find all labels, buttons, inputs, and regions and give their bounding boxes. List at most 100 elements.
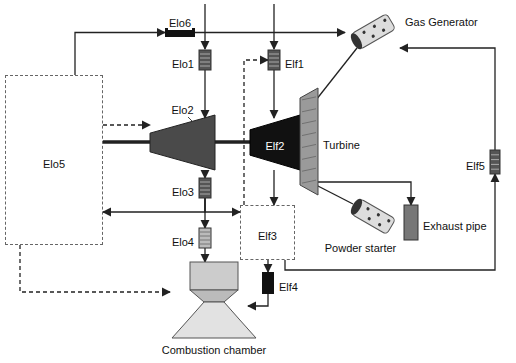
component-label: Elo2 — [170, 104, 194, 117]
grain-dot — [366, 207, 370, 211]
component-label: Elo1 — [171, 58, 195, 71]
valve-stripe — [269, 54, 279, 55]
flow-line — [267, 260, 268, 272]
flow-line — [204, 70, 205, 118]
valve-body — [490, 150, 500, 174]
turbine-blade — [302, 180, 316, 183]
valve-body — [199, 50, 211, 70]
flow-line — [205, 198, 240, 212]
valve-body — [268, 50, 280, 70]
valve-stripe — [269, 58, 279, 59]
component-label: Combustion chamber — [161, 344, 268, 357]
component-shape — [170, 262, 258, 338]
valve-stripe — [200, 244, 210, 245]
exhaust-pipe: Exhaust pipe — [404, 205, 418, 240]
valve-stripe — [200, 66, 210, 67]
grain-dot — [383, 18, 387, 22]
component-shape — [345, 196, 400, 236]
valve-stripe — [491, 164, 499, 165]
component-shape — [404, 205, 418, 240]
component-shape — [345, 12, 400, 52]
valve-stripe — [200, 240, 210, 241]
grain-dot — [376, 213, 380, 217]
component-shape — [268, 50, 280, 70]
valve-body — [199, 228, 211, 248]
flow-line — [273, 170, 274, 205]
pipe-body — [404, 205, 418, 240]
grain-dot — [362, 30, 366, 34]
fuel-pump: Elf2 — [250, 115, 300, 170]
flow-line — [103, 198, 205, 212]
valve-stripe — [200, 236, 210, 237]
flow-line — [103, 124, 150, 125]
cylinder — [349, 13, 396, 51]
valve-box: Elo4 — [199, 228, 211, 248]
component-label: Elf3 — [257, 230, 278, 243]
grain-dot — [371, 34, 375, 38]
valve-stripe — [200, 58, 210, 59]
component-shape — [199, 228, 211, 248]
flow-line — [248, 294, 268, 306]
turbine-blade — [302, 121, 316, 124]
turbine: Turbine — [300, 88, 318, 195]
grain-dot — [372, 24, 376, 28]
oxidizer-inlet — [204, 4, 205, 49]
cylinder — [349, 197, 396, 235]
oxidizer-pump: Elo2 — [150, 115, 215, 170]
component-label: Elo3 — [171, 186, 195, 199]
valve-stripe — [200, 54, 210, 55]
component-label: Turbine — [322, 139, 361, 152]
cylinder-end — [349, 31, 365, 51]
component-shape — [300, 88, 318, 195]
flow-line — [316, 185, 353, 204]
flow-line — [195, 32, 345, 33]
pump-body — [250, 115, 300, 170]
component-label: Elo6 — [168, 17, 192, 30]
valve-stripe — [269, 62, 279, 63]
component-label: Elf4 — [278, 281, 299, 294]
component-label: Elo5 — [42, 158, 66, 171]
valve-body — [262, 272, 274, 294]
valve-stripe — [200, 190, 210, 191]
flow-line — [204, 248, 205, 262]
valve-box: Elo3 — [199, 178, 211, 198]
component-shape — [150, 115, 215, 170]
control-unit: Elo5 — [5, 75, 103, 245]
valve-body — [199, 178, 211, 198]
valve-stripe — [491, 159, 499, 160]
component-shape — [262, 272, 274, 294]
chamber-throat — [190, 290, 238, 302]
cylinder-end — [349, 197, 365, 217]
grain-dot — [387, 219, 391, 223]
control-unit: Elf3 — [240, 205, 295, 260]
chamber-body — [190, 262, 238, 290]
turbine-blade — [302, 109, 316, 112]
grain-dot — [367, 217, 371, 221]
component-label: Powder starter — [324, 242, 398, 255]
valve-stripe — [200, 186, 210, 187]
grain-dot — [381, 28, 385, 32]
flow-line — [273, 70, 274, 118]
pump-body — [150, 115, 215, 170]
turbine-blade — [302, 168, 316, 171]
valve-box: Elo1 — [199, 50, 211, 70]
turbine-body — [300, 88, 318, 195]
powder-starter: Powder starter — [345, 196, 400, 236]
grain-dot — [377, 223, 381, 227]
valve-stripe — [269, 66, 279, 67]
gas-generator: Gas Generator — [345, 12, 400, 52]
flow-line — [75, 33, 165, 76]
turbine-blade — [302, 133, 316, 136]
valve-box: Elf4 — [262, 272, 274, 294]
valve-box: Elf5 — [490, 150, 500, 174]
nozzle — [172, 302, 256, 338]
component-shape — [199, 50, 211, 70]
valve-stripe — [200, 182, 210, 183]
component-shape — [490, 150, 500, 174]
component-label: Gas Generator — [404, 16, 479, 29]
component-label: Exhaust pipe — [422, 220, 488, 233]
flow-line — [400, 48, 495, 150]
